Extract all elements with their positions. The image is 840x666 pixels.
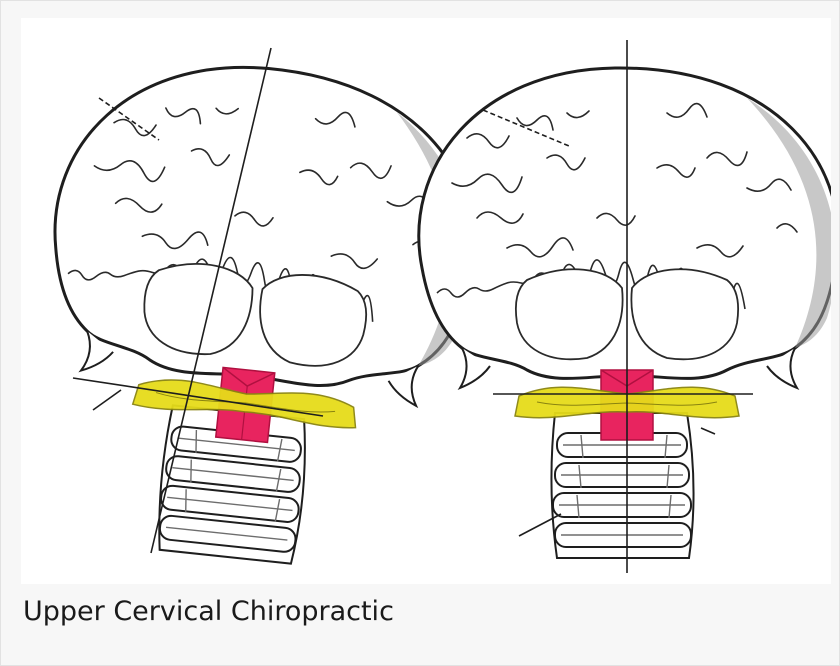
illustration — [21, 18, 831, 584]
caption: Upper Cervical Chiropractic — [23, 587, 823, 637]
misaligned-head-figure — [22, 48, 490, 579]
skull-diagram — [21, 18, 831, 584]
aligned-head-figure — [419, 68, 831, 558]
